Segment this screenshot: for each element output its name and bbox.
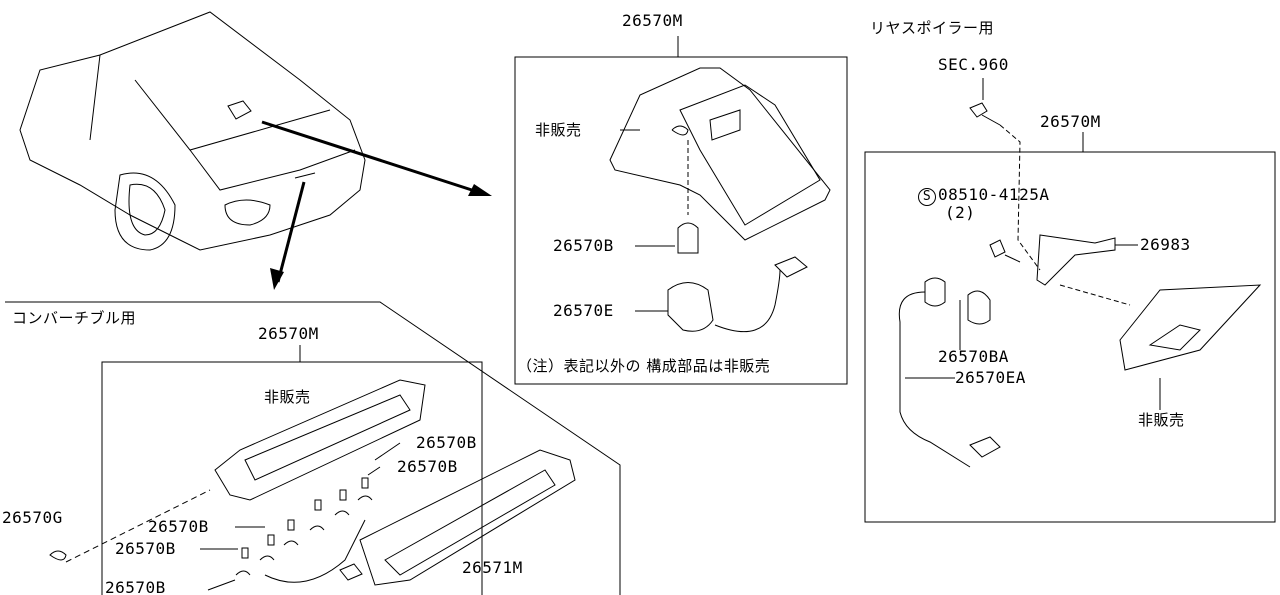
car-illustration (19, 11, 366, 251)
rear-spoiler-box-part-label: 26570M (1040, 112, 1101, 131)
standard-lamp-box (514, 56, 848, 385)
standard-bulb-label: 26570B (553, 236, 614, 255)
rear-bulb-label: 26570BA (938, 347, 1009, 366)
standard-socket-label: 26570E (553, 301, 614, 320)
convertible-title: コンバーチブル用 (12, 309, 137, 327)
spoiler-lamp-illustration (1119, 284, 1262, 371)
convertible-lens (359, 449, 576, 586)
rear-not-sold-label: 非販売 (1138, 411, 1185, 429)
bulb-illustration (677, 222, 699, 254)
convertible-outline (5, 301, 621, 595)
grommet-part-label: 26570G (2, 508, 63, 527)
convertible-box-part-label: 26570M (258, 324, 319, 343)
convertible-lamp-housing (214, 379, 426, 501)
rear-socket-label: 26570EA (955, 368, 1026, 387)
screw-symbol: S (918, 188, 936, 206)
convertible-bulb-label: 26570B (416, 433, 477, 452)
bracket-part-label: 26983 (1140, 235, 1191, 254)
convertible-bulb-label: 26570B (115, 539, 176, 558)
convertible-not-sold-label: 非販売 (264, 388, 311, 406)
sec-reference-label: SEC.960 (938, 55, 1009, 74)
convertible-bulb-label: 26570B (105, 578, 166, 595)
standard-note: （注）表記以外の 構成部品は非販売 (517, 357, 771, 375)
standard-box-part-label: 26570M (622, 11, 683, 30)
standard-not-sold-label: 非販売 (535, 121, 582, 139)
rear-spoiler-title: リヤスポイラー用 (870, 19, 995, 37)
standard-lamp-housing (609, 67, 831, 241)
screw-qty-label: (2) (945, 203, 976, 222)
bracket-illustration (1036, 234, 1116, 286)
grommet-illustration (49, 550, 67, 561)
convertible-lamp-box (101, 361, 483, 595)
convertible-bulb-label: 26570B (397, 457, 458, 476)
pointer-arrows (261, 120, 479, 283)
convertible-bulb-label: 26570B (148, 517, 209, 536)
socket-illustration (667, 282, 714, 332)
bulb-set-illustration (235, 477, 373, 583)
lens-part-label: 26571M (462, 558, 523, 577)
screw-illustration (969, 102, 1001, 126)
rear-spoiler-lamp-box (864, 151, 1276, 523)
screw-part-number: 08510-4125A (938, 185, 1050, 204)
